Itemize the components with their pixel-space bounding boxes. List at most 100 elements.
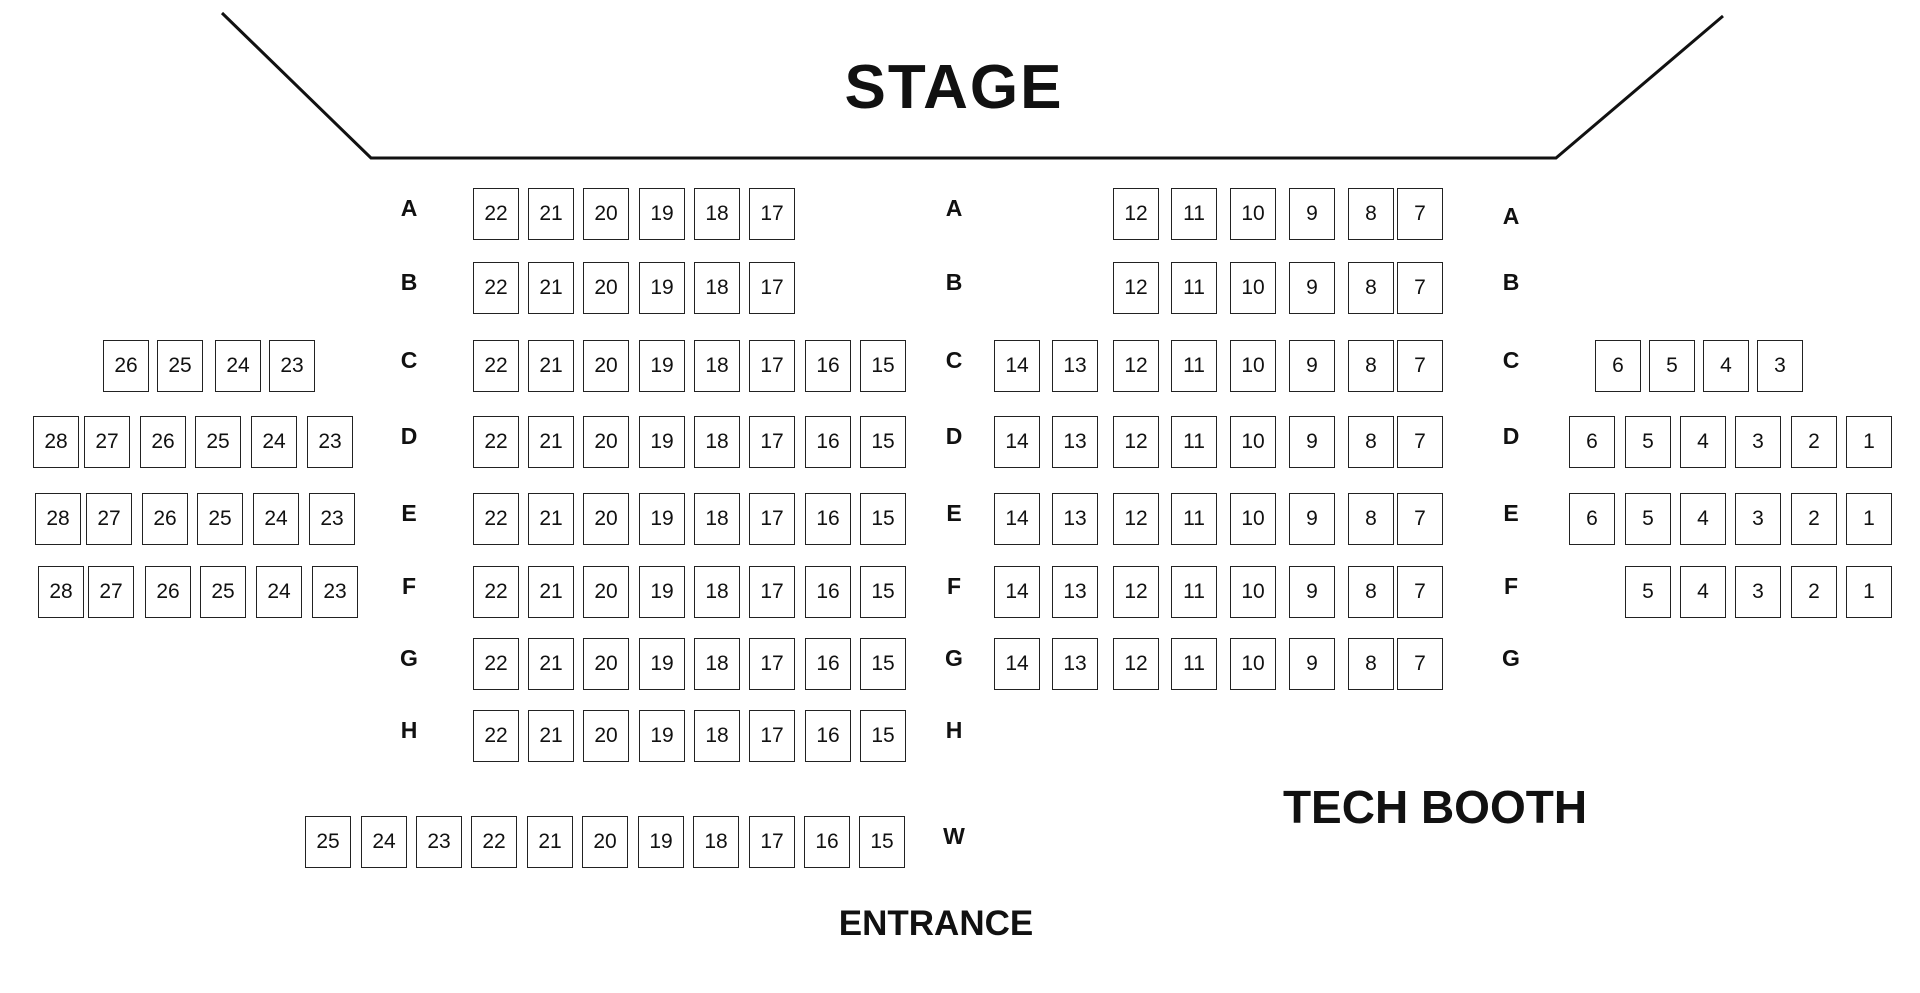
seat-f-15[interactable]: 15 (860, 566, 906, 618)
seat-e-2[interactable]: 2 (1791, 493, 1837, 545)
seat-w-25[interactable]: 25 (305, 816, 351, 868)
seat-f-8[interactable]: 8 (1348, 566, 1394, 618)
seat-e-11[interactable]: 11 (1171, 493, 1217, 545)
seat-d-23[interactable]: 23 (307, 416, 353, 468)
seat-c-12[interactable]: 12 (1113, 340, 1159, 392)
seat-b-20[interactable]: 20 (583, 262, 629, 314)
seat-d-2[interactable]: 2 (1791, 416, 1837, 468)
seat-w-23[interactable]: 23 (416, 816, 462, 868)
seat-e-10[interactable]: 10 (1230, 493, 1276, 545)
seat-b-8[interactable]: 8 (1348, 262, 1394, 314)
seat-h-17[interactable]: 17 (749, 710, 795, 762)
seat-e-14[interactable]: 14 (994, 493, 1040, 545)
seat-c-7[interactable]: 7 (1397, 340, 1443, 392)
seat-c-4[interactable]: 4 (1703, 340, 1749, 392)
seat-e-24[interactable]: 24 (253, 493, 299, 545)
seat-d-8[interactable]: 8 (1348, 416, 1394, 468)
seat-g-11[interactable]: 11 (1171, 638, 1217, 690)
seat-f-22[interactable]: 22 (473, 566, 519, 618)
seat-c-5[interactable]: 5 (1649, 340, 1695, 392)
seat-c-23[interactable]: 23 (269, 340, 315, 392)
seat-b-17[interactable]: 17 (749, 262, 795, 314)
seat-w-24[interactable]: 24 (361, 816, 407, 868)
seat-c-6[interactable]: 6 (1595, 340, 1641, 392)
seat-g-20[interactable]: 20 (583, 638, 629, 690)
seat-d-11[interactable]: 11 (1171, 416, 1217, 468)
seat-d-10[interactable]: 10 (1230, 416, 1276, 468)
seat-e-4[interactable]: 4 (1680, 493, 1726, 545)
seat-e-6[interactable]: 6 (1569, 493, 1615, 545)
seat-g-17[interactable]: 17 (749, 638, 795, 690)
seat-g-19[interactable]: 19 (639, 638, 685, 690)
seat-d-16[interactable]: 16 (805, 416, 851, 468)
seat-d-1[interactable]: 1 (1846, 416, 1892, 468)
seat-e-25[interactable]: 25 (197, 493, 243, 545)
seat-g-16[interactable]: 16 (805, 638, 851, 690)
seat-b-9[interactable]: 9 (1289, 262, 1335, 314)
seat-c-9[interactable]: 9 (1289, 340, 1335, 392)
seat-w-19[interactable]: 19 (638, 816, 684, 868)
seat-d-24[interactable]: 24 (251, 416, 297, 468)
seat-b-12[interactable]: 12 (1113, 262, 1159, 314)
seat-c-21[interactable]: 21 (528, 340, 574, 392)
seat-g-9[interactable]: 9 (1289, 638, 1335, 690)
seat-e-20[interactable]: 20 (583, 493, 629, 545)
seat-f-17[interactable]: 17 (749, 566, 795, 618)
seat-d-15[interactable]: 15 (860, 416, 906, 468)
seat-g-12[interactable]: 12 (1113, 638, 1159, 690)
seat-d-4[interactable]: 4 (1680, 416, 1726, 468)
seat-f-4[interactable]: 4 (1680, 566, 1726, 618)
seat-d-12[interactable]: 12 (1113, 416, 1159, 468)
seat-a-19[interactable]: 19 (639, 188, 685, 240)
seat-a-11[interactable]: 11 (1171, 188, 1217, 240)
seat-h-19[interactable]: 19 (639, 710, 685, 762)
seat-e-3[interactable]: 3 (1735, 493, 1781, 545)
seat-f-28[interactable]: 28 (38, 566, 84, 618)
seat-c-19[interactable]: 19 (639, 340, 685, 392)
seat-d-19[interactable]: 19 (639, 416, 685, 468)
seat-e-18[interactable]: 18 (694, 493, 740, 545)
seat-h-20[interactable]: 20 (583, 710, 629, 762)
seat-g-8[interactable]: 8 (1348, 638, 1394, 690)
seat-w-20[interactable]: 20 (582, 816, 628, 868)
seat-w-18[interactable]: 18 (693, 816, 739, 868)
seat-c-26[interactable]: 26 (103, 340, 149, 392)
seat-c-24[interactable]: 24 (215, 340, 261, 392)
seat-h-15[interactable]: 15 (860, 710, 906, 762)
seat-f-18[interactable]: 18 (694, 566, 740, 618)
seat-e-8[interactable]: 8 (1348, 493, 1394, 545)
seat-e-23[interactable]: 23 (309, 493, 355, 545)
seat-d-18[interactable]: 18 (694, 416, 740, 468)
seat-e-7[interactable]: 7 (1397, 493, 1443, 545)
seat-f-12[interactable]: 12 (1113, 566, 1159, 618)
seat-a-7[interactable]: 7 (1397, 188, 1443, 240)
seat-a-12[interactable]: 12 (1113, 188, 1159, 240)
seat-w-22[interactable]: 22 (471, 816, 517, 868)
seat-c-18[interactable]: 18 (694, 340, 740, 392)
seat-f-26[interactable]: 26 (145, 566, 191, 618)
seat-c-8[interactable]: 8 (1348, 340, 1394, 392)
seat-g-13[interactable]: 13 (1052, 638, 1098, 690)
seat-a-8[interactable]: 8 (1348, 188, 1394, 240)
seat-d-3[interactable]: 3 (1735, 416, 1781, 468)
seat-d-25[interactable]: 25 (195, 416, 241, 468)
seat-a-18[interactable]: 18 (694, 188, 740, 240)
seat-h-16[interactable]: 16 (805, 710, 851, 762)
seat-e-1[interactable]: 1 (1846, 493, 1892, 545)
seat-f-9[interactable]: 9 (1289, 566, 1335, 618)
seat-c-14[interactable]: 14 (994, 340, 1040, 392)
seat-f-21[interactable]: 21 (528, 566, 574, 618)
seat-d-21[interactable]: 21 (528, 416, 574, 468)
seat-d-13[interactable]: 13 (1052, 416, 1098, 468)
seat-d-9[interactable]: 9 (1289, 416, 1335, 468)
seat-b-7[interactable]: 7 (1397, 262, 1443, 314)
seat-e-22[interactable]: 22 (473, 493, 519, 545)
seat-g-14[interactable]: 14 (994, 638, 1040, 690)
seat-a-10[interactable]: 10 (1230, 188, 1276, 240)
seat-e-26[interactable]: 26 (142, 493, 188, 545)
seat-g-10[interactable]: 10 (1230, 638, 1276, 690)
seat-e-9[interactable]: 9 (1289, 493, 1335, 545)
seat-f-2[interactable]: 2 (1791, 566, 1837, 618)
seat-f-13[interactable]: 13 (1052, 566, 1098, 618)
seat-e-13[interactable]: 13 (1052, 493, 1098, 545)
